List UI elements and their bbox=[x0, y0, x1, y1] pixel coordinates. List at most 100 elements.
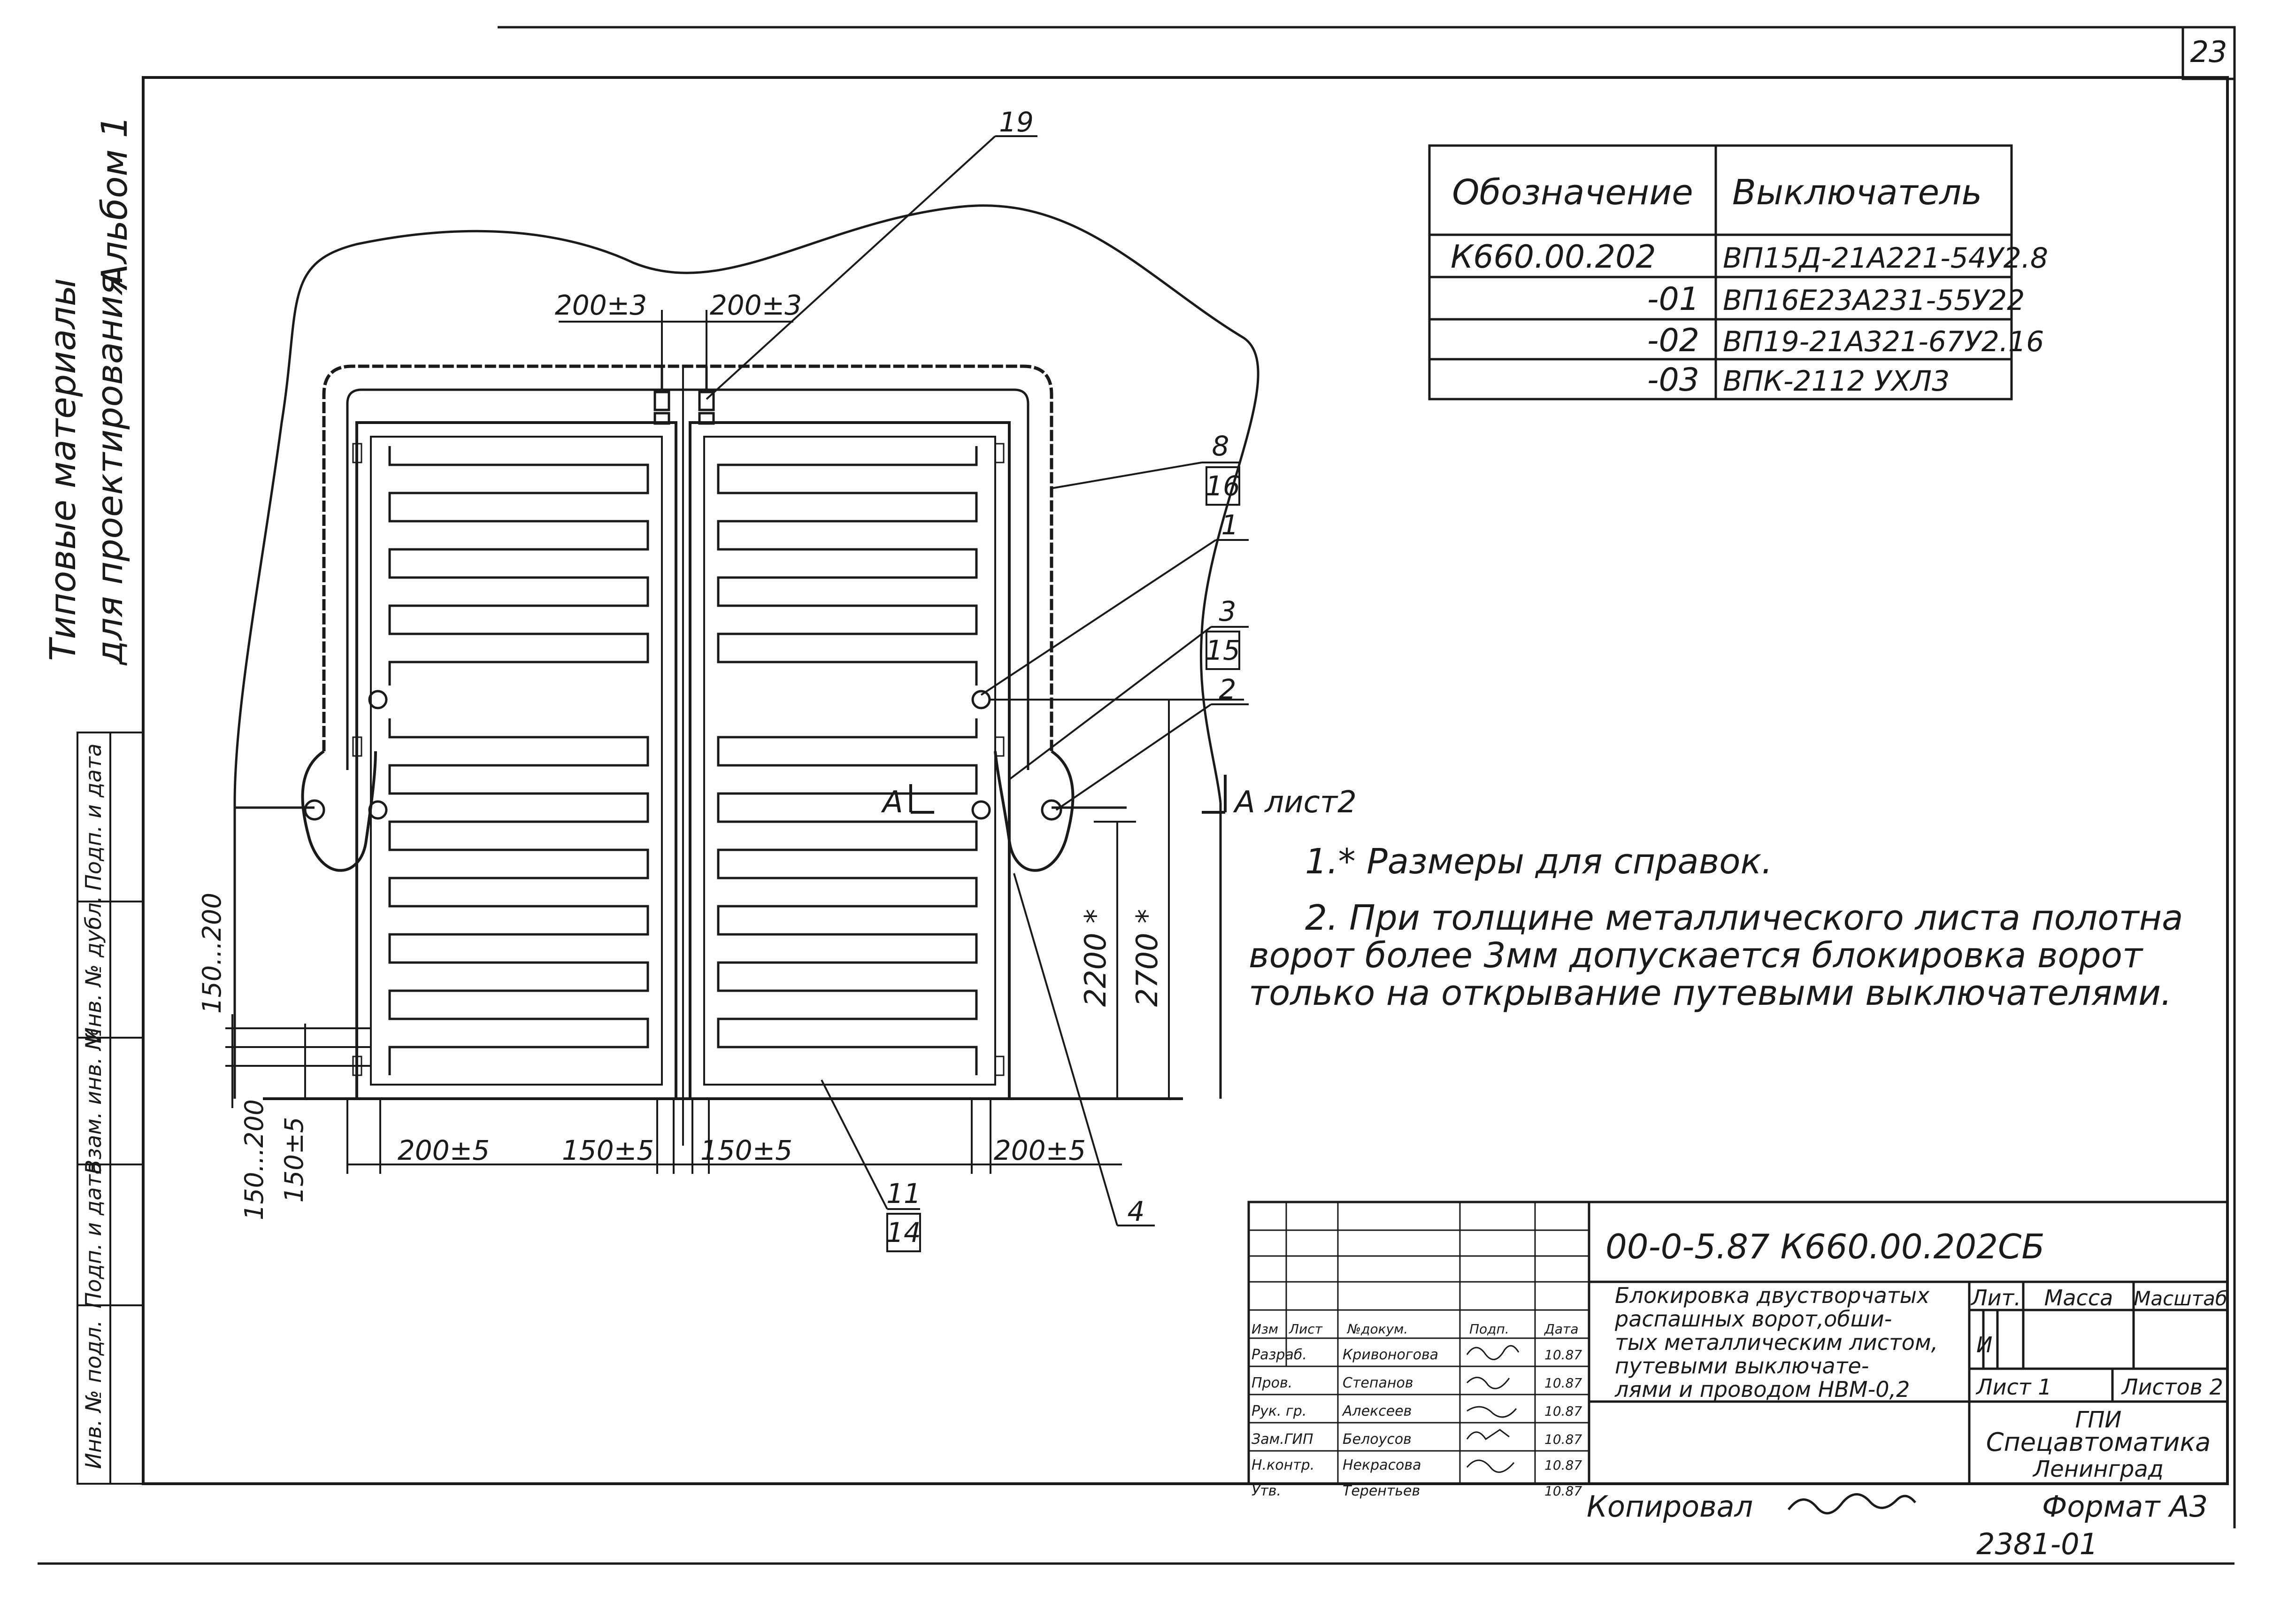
dim-top-right: 200±3 bbox=[710, 289, 802, 321]
head-sign: Подп. bbox=[1469, 1321, 1509, 1337]
title-line-1: Блокировка двустворчатых bbox=[1615, 1283, 1930, 1308]
title-line-2: распашных ворот,обши- bbox=[1614, 1306, 1892, 1332]
head-list: Лист bbox=[1289, 1321, 1323, 1337]
callouts: 19 8 16 1 3 15 2 4 11 14 bbox=[706, 106, 1249, 1252]
stamp-line-2: для проектирования bbox=[89, 274, 131, 666]
section-mark-inner: А bbox=[881, 785, 903, 820]
staff-role: Зам.ГИП bbox=[1252, 1431, 1313, 1448]
staff-name: Алексеев bbox=[1342, 1403, 1412, 1419]
title-block: 00-0-5.87 К660.00.202СБ Блокировка двуст… bbox=[1247, 1201, 2229, 1499]
stamp-cell-4: Подп. и дата bbox=[81, 1161, 106, 1308]
callout-8: 8 bbox=[1212, 430, 1229, 462]
spec-row-2-code: -01 bbox=[1647, 281, 1699, 318]
stamp-cell-2: Инв. № дубл. bbox=[81, 896, 106, 1044]
stamp-cell-5: Инв. № подл. bbox=[81, 1320, 106, 1469]
dim-bottom-200-left: 200±5 bbox=[398, 1134, 490, 1166]
staff-role: Пров. bbox=[1252, 1375, 1292, 1391]
staff-name: Терентьев bbox=[1343, 1483, 1420, 1499]
staff-name: Степанов bbox=[1343, 1375, 1413, 1391]
spec-row-4-switch: ВПК-2112 УХЛ3 bbox=[1723, 365, 1950, 398]
stamp-cell-3: Взам. инв. № bbox=[81, 1028, 106, 1174]
head-date: Дата bbox=[1543, 1321, 1579, 1337]
serpentine-left bbox=[388, 446, 649, 1075]
doc-code: 00-0-5.87 К660.00.202СБ bbox=[1605, 1227, 2045, 1266]
callout-3: 3 bbox=[1219, 595, 1236, 627]
callout-15: 15 bbox=[1206, 634, 1240, 666]
dim-top-left: 200±3 bbox=[555, 289, 647, 321]
org-line-2: Спецавтоматика bbox=[1986, 1427, 2211, 1457]
signatures bbox=[1466, 1345, 1520, 1473]
dimensions: 200±3 200±3 200±5 150±5 150±5 200±5 150.… bbox=[197, 289, 1244, 1220]
scale-label: Масштаб bbox=[2134, 1287, 2227, 1310]
section-mark-outer: А лист2 bbox=[1233, 785, 1357, 820]
staff-date: 10.87 bbox=[1544, 1347, 1582, 1363]
wall-opening-contour bbox=[233, 204, 1259, 803]
note-line-2: 2. При толщине металлического листа поло… bbox=[1305, 898, 2183, 938]
dim-left-150-200-top: 150...200 bbox=[197, 893, 227, 1014]
spec-row-3-switch: ВП19-21А321-67У2.16 bbox=[1723, 325, 2044, 358]
org-line-1: ГПИ bbox=[2075, 1407, 2122, 1433]
callout-16: 16 bbox=[1206, 470, 1240, 502]
album-label: Альбом 1 bbox=[93, 116, 135, 291]
sheet-label: Лист 1 bbox=[1975, 1374, 2051, 1400]
dim-bottom-150-left: 150±5 bbox=[562, 1134, 654, 1166]
callout-4: 4 bbox=[1128, 1195, 1145, 1227]
gate-leaf-right bbox=[689, 421, 1011, 1100]
head-izm: Изм bbox=[1252, 1321, 1278, 1337]
hinge-loop-right bbox=[994, 750, 1075, 872]
staff-date: 10.87 bbox=[1544, 1483, 1582, 1499]
staff-name: Кривоногова bbox=[1343, 1347, 1438, 1363]
title-line-4: путевыми выключате- bbox=[1615, 1353, 1869, 1379]
note-line-4: только на открывание путевыми выключател… bbox=[1249, 973, 2172, 1013]
staff-name: Некрасова bbox=[1343, 1457, 1421, 1473]
page-number: 23 bbox=[2190, 35, 2227, 69]
footer-copied-signature bbox=[1788, 1493, 1916, 1515]
title-line-5: лями и проводом НВМ-0,2 bbox=[1614, 1377, 1910, 1402]
side-stamp: Альбом 1 Типовые материалы для проектиро… bbox=[42, 116, 144, 1485]
spec-row-3-code: -02 bbox=[1647, 322, 1699, 359]
sheets-label: Листов 2 bbox=[2121, 1374, 2223, 1400]
footer-code: 2381-01 bbox=[1976, 1527, 2098, 1561]
callout-2: 2 bbox=[1219, 673, 1236, 705]
staff-name: Белоусов bbox=[1343, 1431, 1412, 1448]
lit-value: И bbox=[1976, 1332, 1992, 1357]
junction-boxes bbox=[304, 690, 1062, 821]
spec-header-designation: Обозначение bbox=[1452, 172, 1693, 213]
spec-header-switch: Выключатель bbox=[1732, 172, 1982, 213]
footer: Копировал Формат А3 2381-01 bbox=[1587, 1489, 2208, 1561]
dim-2200: 2200 * bbox=[1078, 909, 1113, 1007]
spec-row-1-switch: ВП15Д-21А221-54У2.8 bbox=[1723, 242, 2048, 275]
stamp-cell-1: Подп. и дата bbox=[81, 743, 106, 890]
spec-row-1-code: К660.00.202 bbox=[1451, 239, 1656, 276]
staff-date: 10.87 bbox=[1544, 1432, 1582, 1447]
lit-label: Лит. bbox=[1970, 1285, 2021, 1310]
outer-cable bbox=[322, 364, 1053, 751]
dim-left-150: 150±5 bbox=[279, 1117, 309, 1203]
dim-2700: 2700 * bbox=[1130, 909, 1164, 1007]
footer-copied: Копировал bbox=[1587, 1489, 1753, 1524]
staff-role: Рук. гр. bbox=[1252, 1403, 1306, 1419]
callout-19: 19 bbox=[999, 106, 1034, 138]
mass-label: Масса bbox=[2044, 1285, 2113, 1310]
callout-11: 11 bbox=[886, 1178, 921, 1210]
footer-format: Формат А3 bbox=[2042, 1489, 2208, 1524]
dim-bottom-150-right: 150±5 bbox=[700, 1134, 792, 1166]
spec-row-2-switch: ВП16Е23А231-55У22 bbox=[1723, 284, 2025, 317]
staff-date: 10.87 bbox=[1544, 1457, 1582, 1473]
staff-role: Разраб. bbox=[1252, 1347, 1307, 1363]
head-doc: №докум. bbox=[1346, 1321, 1408, 1337]
notes: 1.* Размеры для справок. 2. При толщине … bbox=[1249, 841, 2183, 1013]
gate-drawing: А А лист2 bbox=[233, 204, 1357, 1146]
staff-date: 10.87 bbox=[1544, 1403, 1582, 1419]
title-line-3: тых металлическим листом, bbox=[1615, 1330, 1938, 1355]
limit-switches bbox=[653, 366, 715, 425]
staff-date: 10.87 bbox=[1544, 1375, 1582, 1391]
spec-row-4-code: -03 bbox=[1647, 362, 1699, 399]
spec-table: Обозначение Выключатель К660.00.202 ВП15… bbox=[1428, 144, 2048, 401]
stamp-line-1: Типовые материалы bbox=[42, 278, 84, 661]
staff-role: Н.контр. bbox=[1252, 1457, 1314, 1473]
dim-bottom-200-right: 200±5 bbox=[994, 1134, 1086, 1166]
callout-1: 1 bbox=[1221, 509, 1239, 541]
